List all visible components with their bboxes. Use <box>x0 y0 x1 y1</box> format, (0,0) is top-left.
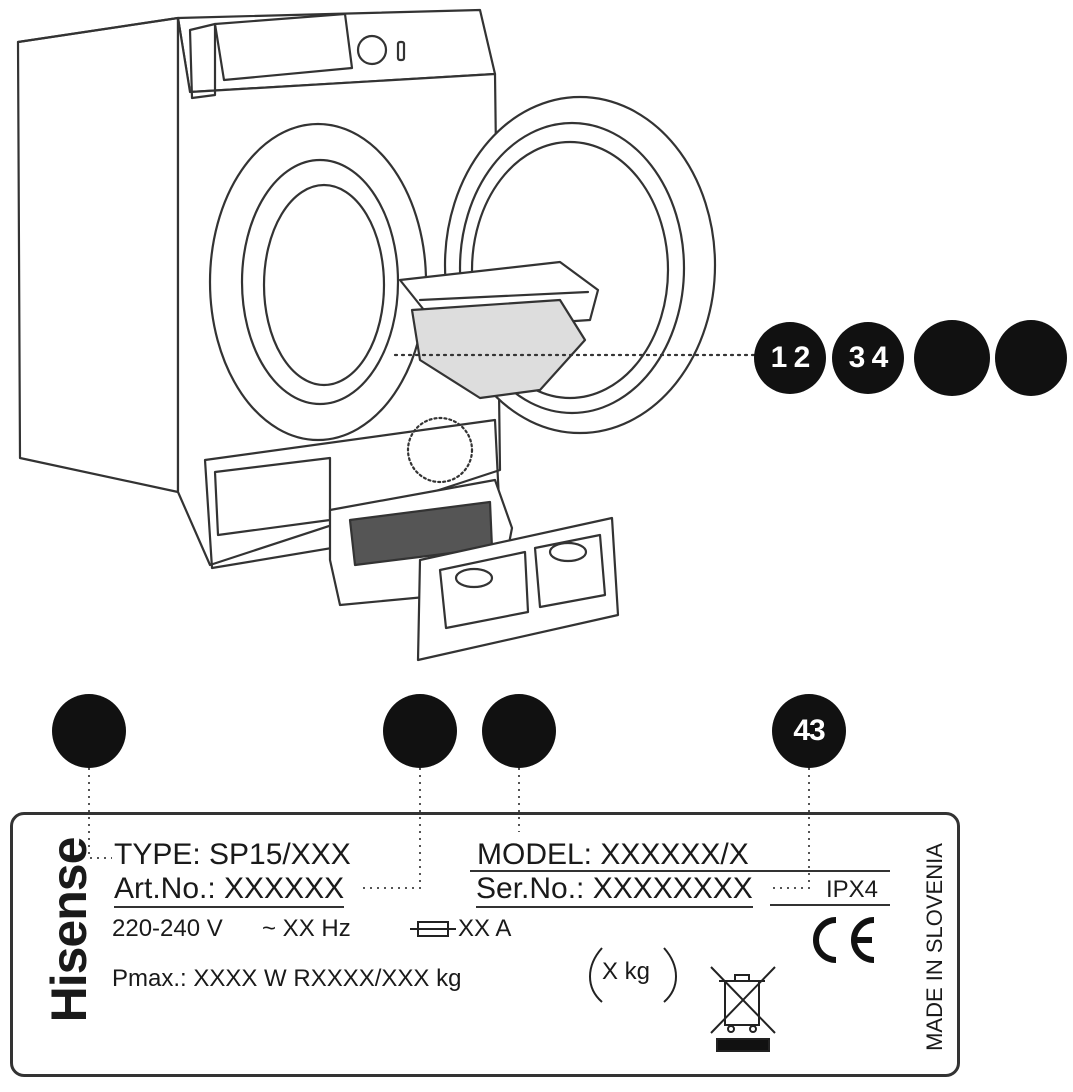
callout-label: 3 4 <box>848 341 889 374</box>
ce-mark-icon <box>813 917 875 963</box>
model-underline <box>470 870 890 872</box>
ser-underline <box>770 904 890 906</box>
fuse-rating: XX A <box>458 915 512 942</box>
callout-badge <box>995 320 1067 396</box>
made-in-text: MADE IN SLOVENIA <box>922 843 947 1051</box>
callout-badge <box>52 694 126 768</box>
brand-logo: Hisense <box>41 837 97 1023</box>
callout-badge <box>482 694 556 768</box>
voltage-field: 220-240 V <box>112 915 223 942</box>
callout-badge <box>383 694 457 768</box>
callout-badge <box>914 320 990 396</box>
pmax-field: Pmax.: XXXX W RXXXX/XXX kg <box>112 965 462 992</box>
capacity-bracket-icon <box>589 947 677 1003</box>
model-field: MODEL: XXXXXX/X <box>477 838 749 871</box>
ipx-rating: IPX4 <box>826 876 879 903</box>
type-field: TYPE: SP15/XXX <box>114 838 351 871</box>
ser-no-field: Ser.No.: XXXXXXXX <box>476 872 753 908</box>
frequency-field: ~ XX Hz <box>262 915 351 942</box>
fuse-icon <box>410 921 456 937</box>
callout-label: 43 <box>793 714 825 747</box>
callout-badge: 1 2 <box>754 322 826 394</box>
callout-badge: 43 <box>772 694 846 768</box>
rating-plate <box>10 812 960 1077</box>
callout-badge: 3 4 <box>832 322 904 394</box>
capacity-value: X kg <box>602 958 651 985</box>
crossed-bin-icon <box>710 966 776 1052</box>
art-no-field: Art.No.: XXXXXX <box>114 872 345 908</box>
callout-label: 1 2 <box>770 341 811 374</box>
dryer-illustration <box>16 8 772 662</box>
